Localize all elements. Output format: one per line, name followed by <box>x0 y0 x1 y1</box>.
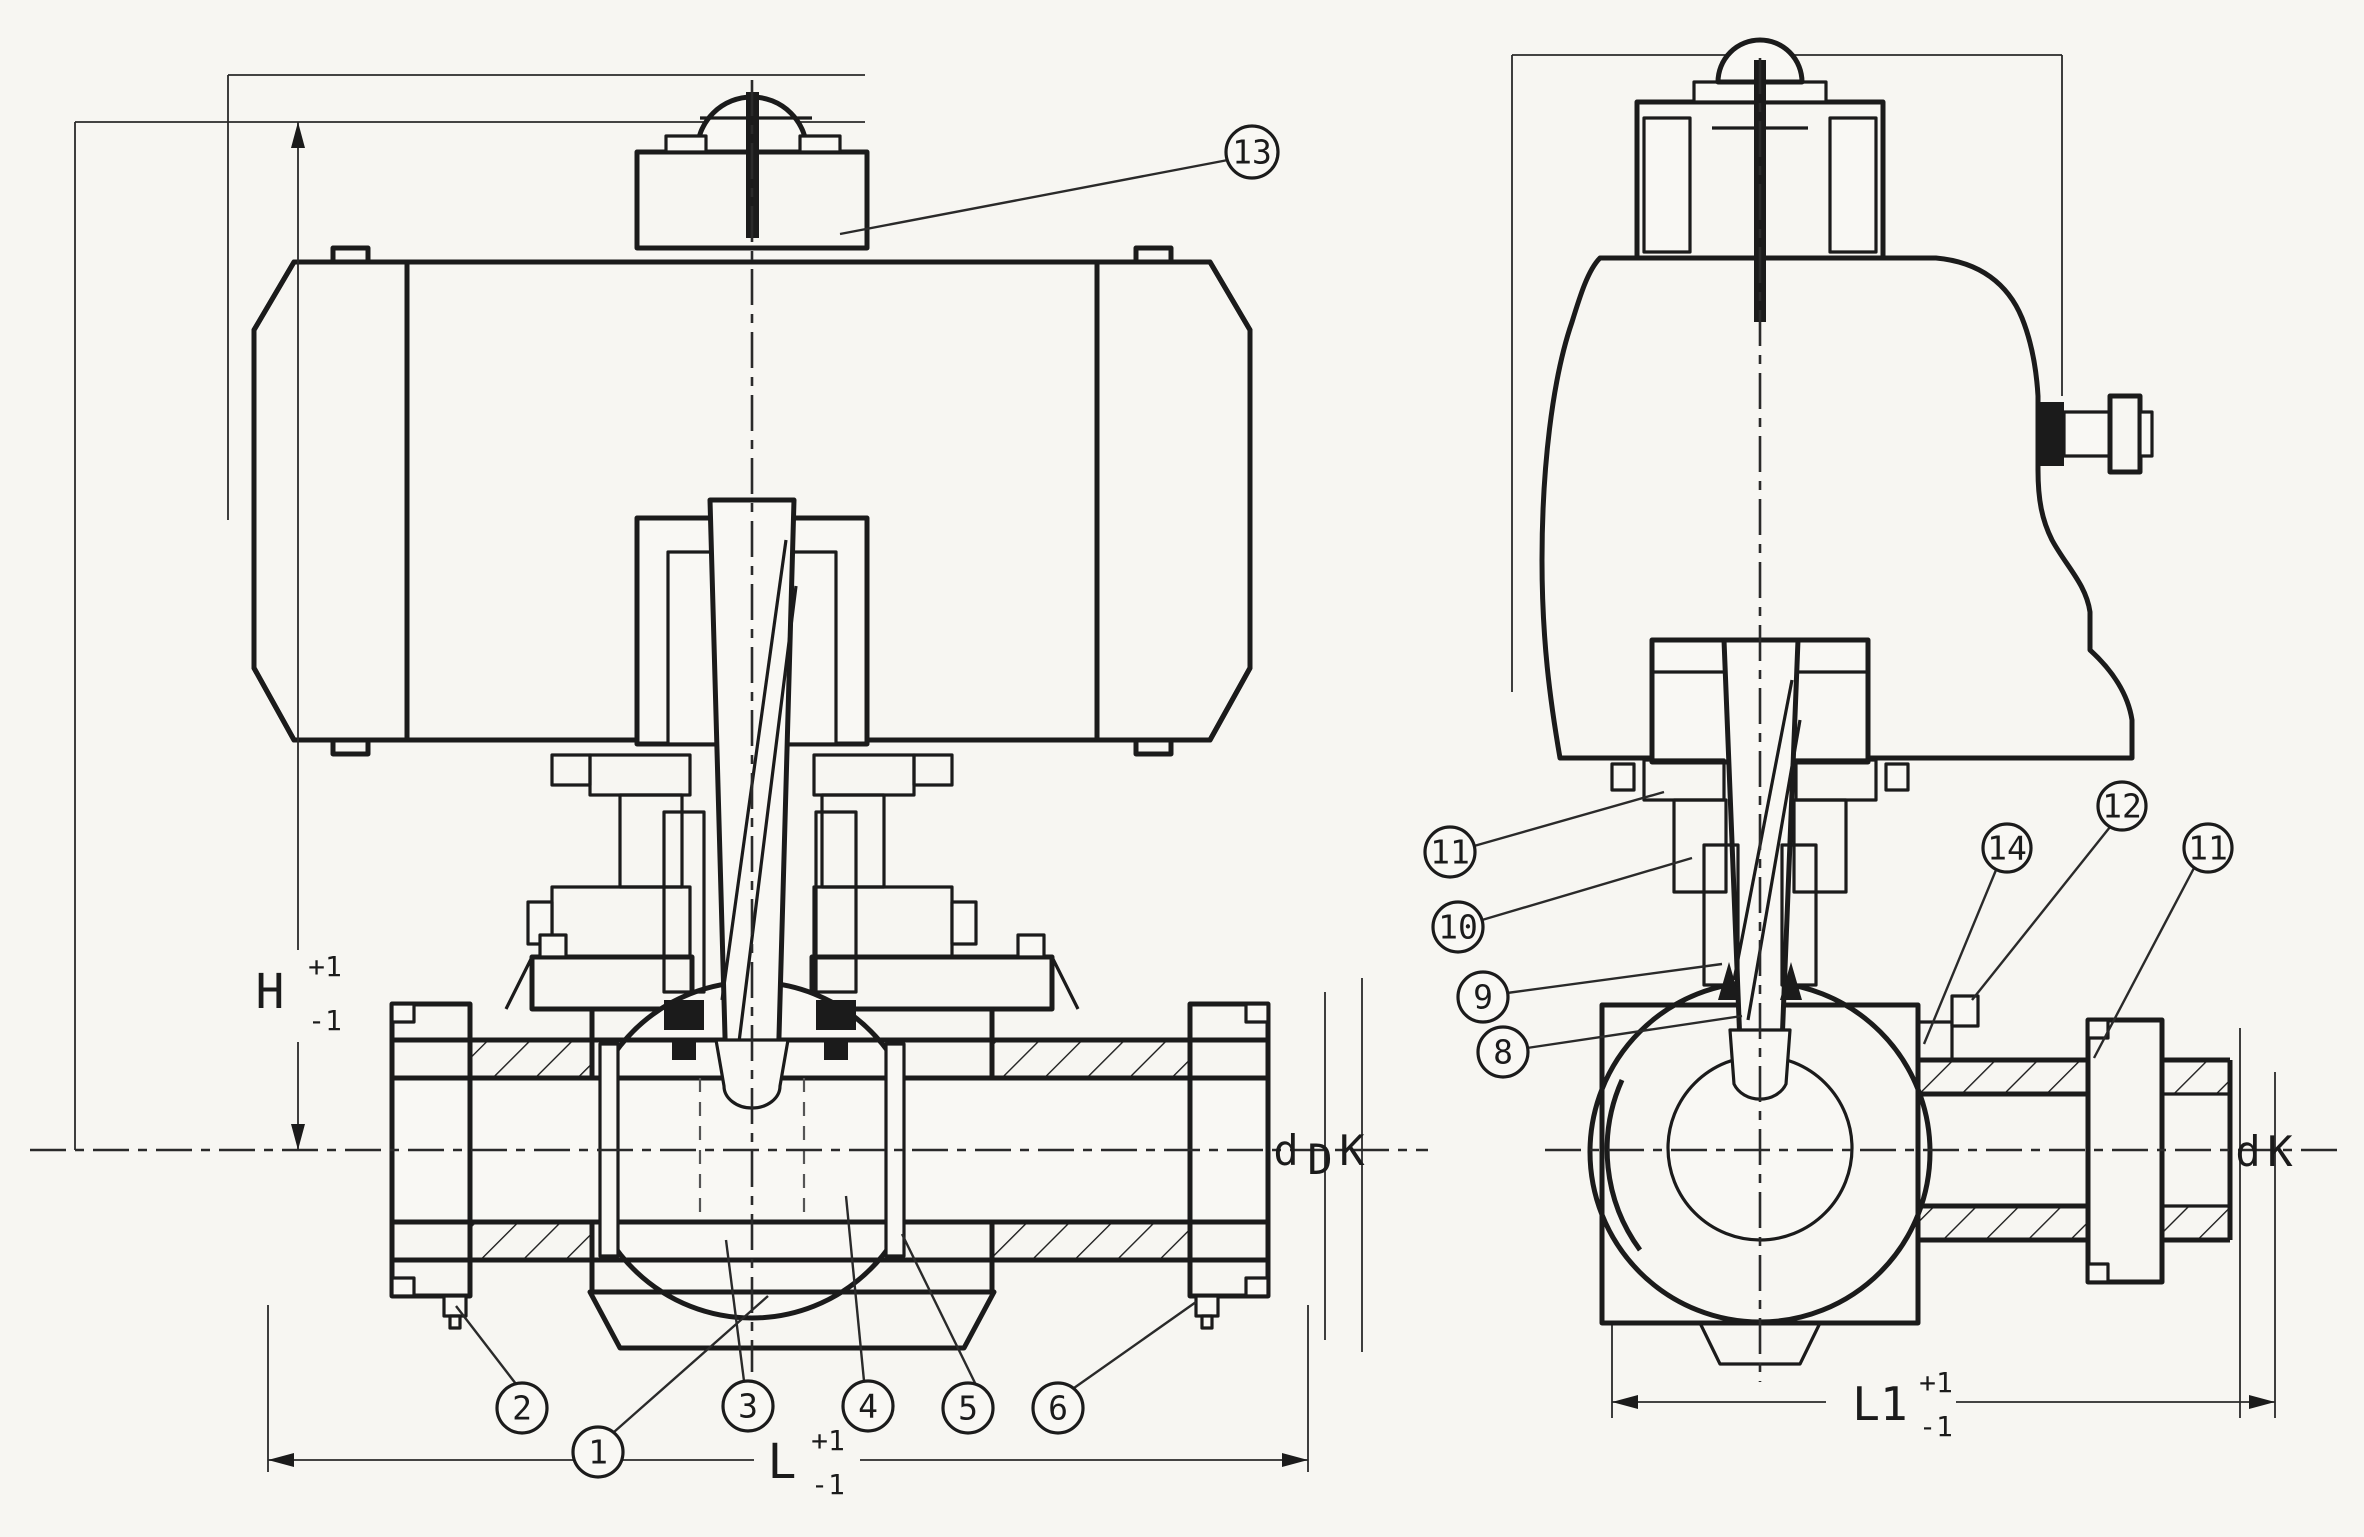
callout-balloon-5: 5 <box>900 1233 995 1435</box>
front-bottom-cap <box>587 1289 997 1351</box>
dim-L1-plus: +1 <box>1919 1366 1953 1399</box>
svg-text:12: 12 <box>2102 787 2142 826</box>
svg-text:1: 1 <box>588 1433 608 1472</box>
dim-L-plus: +1 <box>811 1424 845 1457</box>
dimension-d-D-K: d D K <box>1273 1126 1365 1184</box>
svg-text:4: 4 <box>858 1387 878 1426</box>
side-bottom-cap <box>1698 1321 1822 1366</box>
svg-text:2: 2 <box>512 1389 532 1428</box>
svg-text:6: 6 <box>1048 1389 1068 1428</box>
svg-text:3: 3 <box>738 1387 758 1426</box>
side-bonnet <box>1610 758 1910 894</box>
svg-text:9: 9 <box>1473 978 1493 1017</box>
side-port-ferrule <box>1918 1017 2233 1285</box>
dim-L-label: L <box>768 1434 797 1490</box>
dim-H-minus: -1 <box>308 1004 342 1037</box>
callout-balloon-3: 3 <box>721 1239 775 1433</box>
side-air-fitting <box>2038 393 2154 475</box>
callout-balloon-12: 12 <box>1971 780 2148 1001</box>
svg-text:14: 14 <box>1987 829 2027 868</box>
dimension-H: H +1 -1 <box>256 122 342 1150</box>
dim-H-label: H <box>256 964 285 1020</box>
dimension-d-K-side: d K <box>2235 1127 2293 1176</box>
svg-text:8: 8 <box>1493 1033 1513 1072</box>
spring-stack-right <box>814 810 858 994</box>
front-view: H +1 -1 L +1 -1 d D K 13 2 <box>30 74 1428 1501</box>
svg-text:10: 10 <box>1438 908 1478 947</box>
side-top-cap <box>1634 37 1886 322</box>
front-actuator-left-cap <box>251 259 410 743</box>
callout-balloon-11-right: 11 <box>2092 822 2234 1059</box>
callout-balloon-4: 4 <box>841 1195 895 1433</box>
callout-balloon-11-left: 11 <box>1423 790 1665 879</box>
dimension-L: L +1 -1 <box>268 1424 1308 1501</box>
callout-balloon-9: 9 <box>1456 962 1723 1024</box>
dim-D-label: D <box>1307 1135 1332 1184</box>
svg-text:11: 11 <box>1430 833 1470 872</box>
callout-balloon-13: 13 <box>839 124 1280 236</box>
callout-balloon-2: 2 <box>455 1305 549 1435</box>
side-spring-stack-left <box>1702 843 1740 987</box>
dim-d-side-label: d <box>2235 1127 2260 1176</box>
svg-text:5: 5 <box>958 1389 978 1428</box>
side-extension-lines <box>1511 54 2276 1418</box>
dimension-L1: L1 +1 -1 <box>1612 1366 2275 1443</box>
side-stem <box>1721 637 1802 1101</box>
callout-balloon-14: 14 <box>1922 822 2033 1045</box>
front-actuator-right-cap <box>1094 259 1253 743</box>
side-spring-stack-right <box>1780 843 1818 987</box>
spring-stack-left <box>662 810 706 994</box>
front-stem-packing <box>662 810 858 1060</box>
callout-balloon-8: 8 <box>1476 1014 1743 1079</box>
callout-balloon-1: 1 <box>571 1295 769 1479</box>
svg-text:13: 13 <box>1232 133 1272 172</box>
front-extension-lines <box>74 74 1363 1472</box>
side-actuator <box>1539 255 2135 765</box>
dim-L1-label: L1 <box>1852 1377 1907 1431</box>
dim-d-label: d <box>1273 1126 1298 1175</box>
side-view: L1 +1 -1 d K 11 10 9 8 14 <box>1423 37 2345 1443</box>
dim-H-plus: +1 <box>308 950 342 983</box>
dim-L-minus: -1 <box>811 1468 845 1501</box>
front-valve-body <box>392 933 1268 1351</box>
svg-text:11: 11 <box>2188 829 2228 868</box>
front-top-block <box>634 92 870 251</box>
callout-balloon-6: 6 <box>1031 1301 1197 1435</box>
dim-K-label: K <box>1339 1126 1365 1175</box>
dim-L1-minus: -1 <box>1919 1410 1953 1443</box>
side-stem-packing <box>1702 843 1818 1000</box>
dim-K-side-label: K <box>2267 1127 2293 1176</box>
callout-balloon-10: 10 <box>1431 856 1693 954</box>
